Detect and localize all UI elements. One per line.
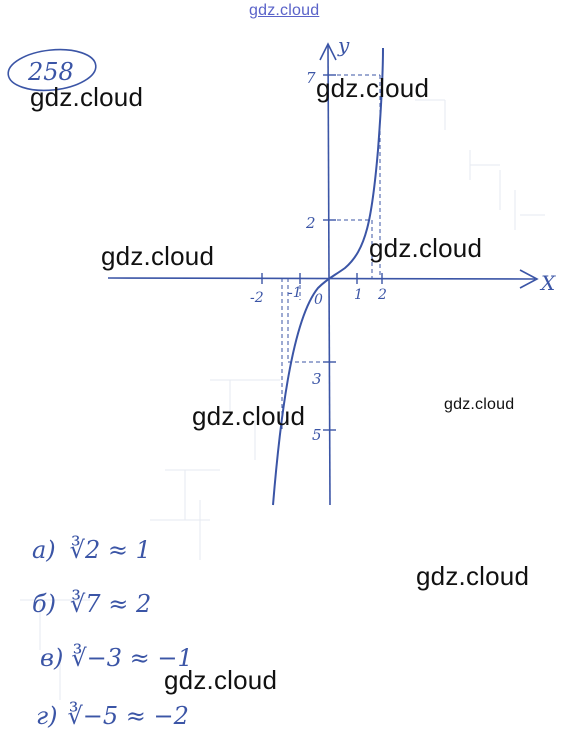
x-axis-label: X	[539, 271, 556, 295]
watermark: gdz.cloud	[164, 665, 278, 695]
answers-list: а)∛2 ≈ 1 б)∛7 ≈ 2 в)∛−3 ≈ −1 г)∛−5 ≈ −2	[32, 535, 193, 730]
notebook-grid	[20, 99, 545, 700]
watermark: gdz.cloud	[416, 561, 530, 591]
cube-function-curve	[272, 47, 384, 506]
watermark-top: gdz.cloud	[249, 2, 320, 19]
y-tick-label: 3	[312, 370, 322, 388]
tick-marks	[261, 74, 383, 431]
y-axis-label: y	[337, 33, 350, 57]
y-tick-label: 2	[305, 214, 316, 232]
y-tick-label: 7	[306, 69, 316, 87]
answer-b: б)∛7 ≈ 2	[32, 589, 151, 618]
watermark: gdz.cloud	[192, 401, 306, 431]
watermark: gdz.cloud	[30, 82, 144, 112]
watermark: gdz.cloud	[444, 396, 515, 413]
x-tick-label: 1	[354, 287, 363, 303]
x-axis-arrow-icon	[519, 269, 539, 289]
x-axis	[107, 277, 536, 280]
watermark: gdz.cloud	[369, 233, 483, 263]
y-axis-arrow-icon	[319, 42, 337, 61]
y-axis	[327, 44, 331, 506]
answer-a: а)∛2 ≈ 1	[32, 535, 151, 564]
helper-lines	[281, 74, 381, 430]
watermark: gdz.cloud	[316, 73, 430, 103]
y-tick-label: 5	[312, 426, 322, 444]
problem-number: 258	[27, 58, 74, 86]
answer-c: в)∛−3 ≈ −1	[40, 643, 193, 672]
answer-d: г)∛−5 ≈ −2	[36, 701, 189, 730]
problem-number-circle	[7, 48, 97, 92]
x-tick-label: -1	[288, 285, 302, 301]
x-tick-label: -2	[250, 290, 264, 306]
coordinate-axes	[107, 42, 539, 506]
x-tick-label: 2	[377, 287, 387, 303]
x-tick-label: 0	[314, 292, 323, 308]
watermark: gdz.cloud	[101, 241, 215, 271]
